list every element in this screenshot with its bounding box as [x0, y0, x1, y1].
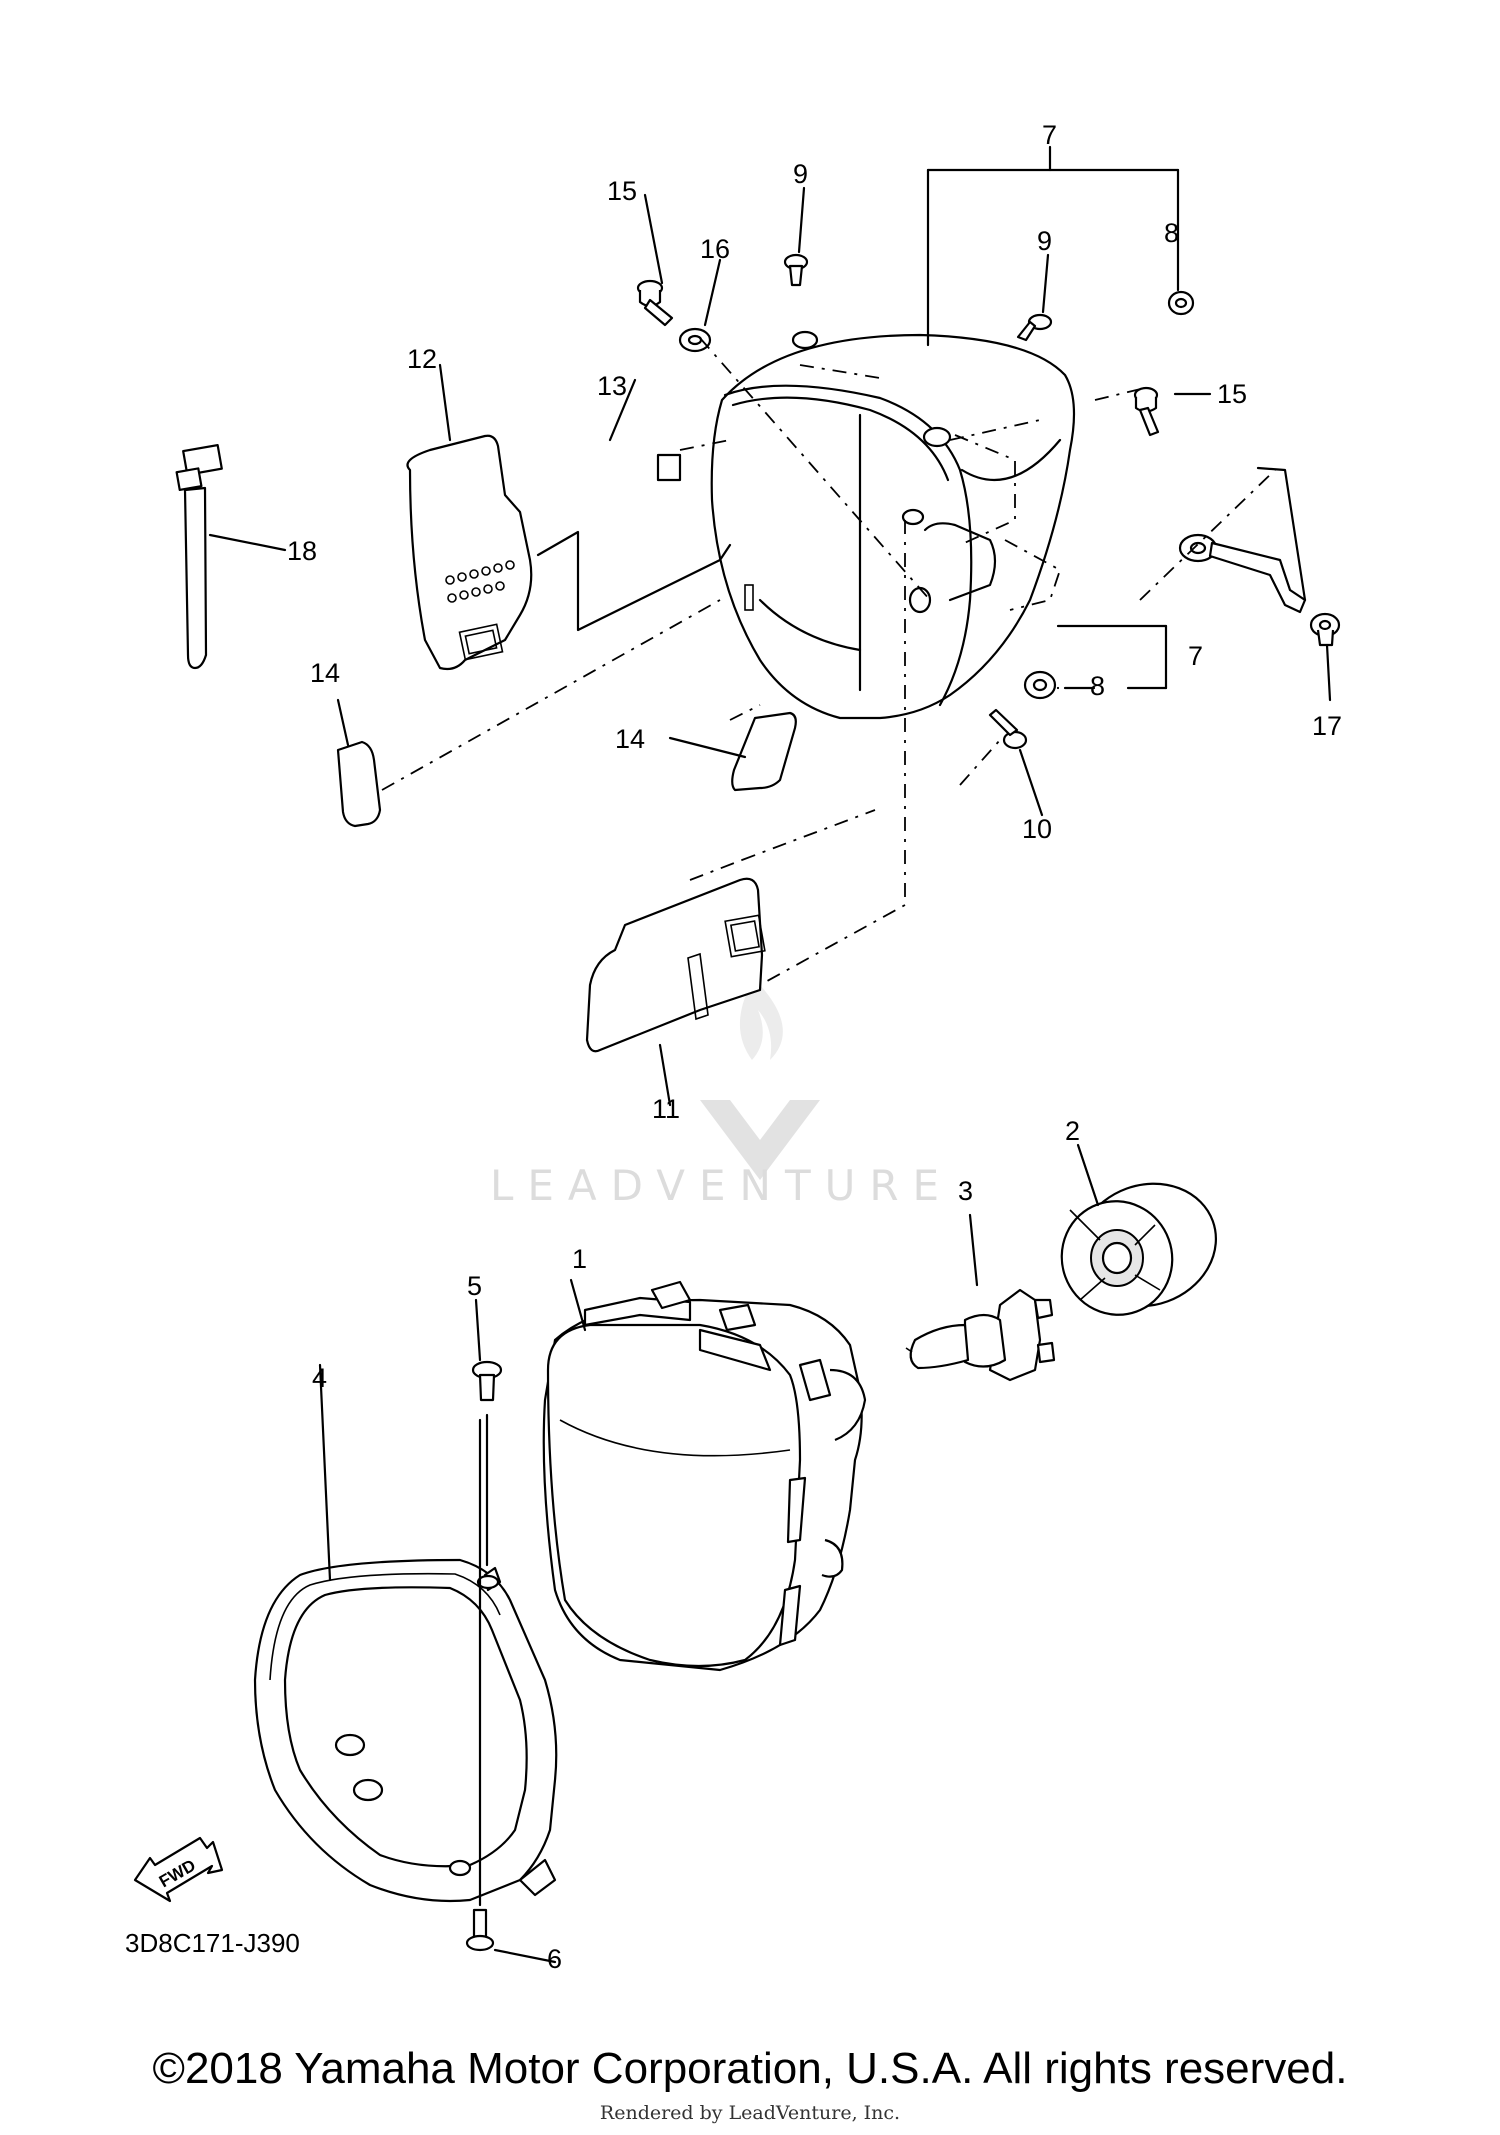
callout-2: 2 — [1065, 1116, 1080, 1146]
callout-13: 13 — [597, 371, 627, 401]
callout-8-top: 8 — [1164, 218, 1179, 248]
callout-6: 6 — [547, 1944, 562, 1974]
screw-9-top — [783, 253, 809, 287]
callout-15-top: 15 — [607, 176, 637, 206]
callout-7-top: 7 — [1042, 120, 1057, 150]
alignment-lines — [381, 337, 1276, 986]
screw-10 — [988, 708, 1028, 750]
callout-18: 18 — [287, 536, 317, 566]
leadventure-watermark: LEADVENTURE — [490, 985, 953, 1210]
label-13 — [656, 453, 682, 482]
callout-11: 11 — [652, 1094, 680, 1124]
callout-1: 1 — [572, 1244, 587, 1274]
grommet-8-bottom — [1023, 670, 1057, 700]
callout-12: 12 — [407, 344, 437, 374]
callout-4: 4 — [312, 1363, 327, 1393]
callout-14-left: 14 — [310, 658, 340, 688]
leader-lines-bottom — [318, 1143, 1100, 1964]
headlight-unit-1 — [542, 1280, 867, 1672]
leader-lines-top — [208, 145, 1332, 1107]
headlight-rim-4 — [253, 1558, 558, 1903]
copyright-notice: ©2018 Yamaha Motor Corporation, U.S.A. A… — [152, 2044, 1348, 2093]
fwd-arrow-icon: FWD — [133, 1836, 224, 1903]
callout-17: 17 — [1312, 711, 1342, 741]
callouts: 1 2 3 4 5 6 7 7 8 8 9 9 10 11 12 13 14 1… — [287, 120, 1342, 1974]
label-14-left — [336, 740, 382, 828]
callout-15-right: 15 — [1217, 379, 1247, 409]
bolt-15-right — [1133, 386, 1160, 437]
callout-9-right: 9 — [1037, 226, 1052, 256]
washer-16 — [678, 327, 712, 353]
callout-10: 10 — [1022, 814, 1052, 844]
leader-12-bracket — [536, 530, 732, 632]
screw-9-right — [1016, 313, 1053, 342]
callout-8-right: 8 — [1090, 671, 1105, 701]
bracket-17 — [1178, 533, 1341, 647]
screw-5 — [471, 1360, 503, 1567]
callout-5: 5 — [467, 1271, 482, 1301]
callout-7-right: 7 — [1188, 641, 1203, 671]
grommet-8-top — [1167, 290, 1195, 316]
bolt-15-left — [636, 279, 674, 327]
callout-3: 3 — [958, 1176, 973, 1206]
socket-cover-2 — [1060, 1182, 1218, 1316]
callout-14-center: 14 — [615, 724, 645, 754]
diagram-code: 3D8C171-J390 — [125, 1928, 300, 1958]
label-11 — [585, 877, 766, 1053]
watermark-text: LEADVENTURE — [490, 1161, 953, 1210]
callout-9-top: 9 — [793, 159, 808, 189]
label-14-center — [731, 711, 797, 792]
bulb-3 — [905, 1288, 1056, 1382]
cable-tie-18 — [175, 443, 223, 670]
leader-17-bracket — [1256, 466, 1307, 602]
rendered-by-notice: Rendered by LeadVenture, Inc. — [599, 2102, 901, 2124]
headlight-housing — [710, 330, 1076, 720]
label-12 — [406, 434, 533, 671]
callout-16: 16 — [700, 234, 730, 264]
screw-6 — [465, 1908, 495, 1952]
